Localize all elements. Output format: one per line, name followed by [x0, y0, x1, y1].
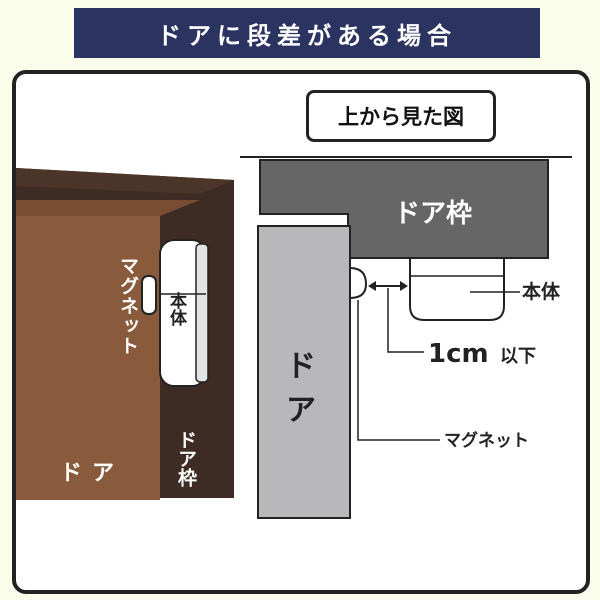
door-top-edge	[16, 200, 200, 216]
frame-top-face	[16, 168, 234, 194]
label-door-top-2: ア	[286, 393, 316, 428]
title-text: ドアに段差がある場合	[157, 21, 457, 50]
magnet-illustration	[141, 275, 157, 315]
label-door-illustration: ドア	[60, 461, 124, 486]
label-frame-top: ドア枠	[394, 199, 472, 229]
label-magnet-illustration: マグネット	[117, 256, 139, 356]
sensor-body-top	[409, 257, 505, 321]
label-body-top: 本体	[522, 280, 561, 303]
view-label: 上から見た図	[338, 105, 464, 129]
magnet-top	[349, 266, 368, 300]
label-gap-suffix: 以下	[500, 346, 536, 367]
label-gap: 1cm	[428, 339, 489, 369]
label-body-illustration: 本体	[166, 291, 187, 327]
label-frame-illustration: ドア枠	[175, 430, 197, 488]
door-top	[257, 225, 351, 519]
door-panel-illustration	[16, 214, 160, 500]
sensor-body-side	[195, 243, 209, 383]
gap-leader	[387, 288, 424, 353]
label-magnet-top: マグネット	[444, 430, 529, 451]
gap-arrow-right	[400, 281, 408, 291]
title-banner: ドアに段差がある場合	[74, 8, 540, 58]
view-label-box: 上から見た図	[306, 90, 496, 142]
label-door-top-1: ド	[286, 349, 316, 384]
magnet-leader	[357, 300, 440, 441]
gap-arrow-left	[368, 281, 376, 291]
